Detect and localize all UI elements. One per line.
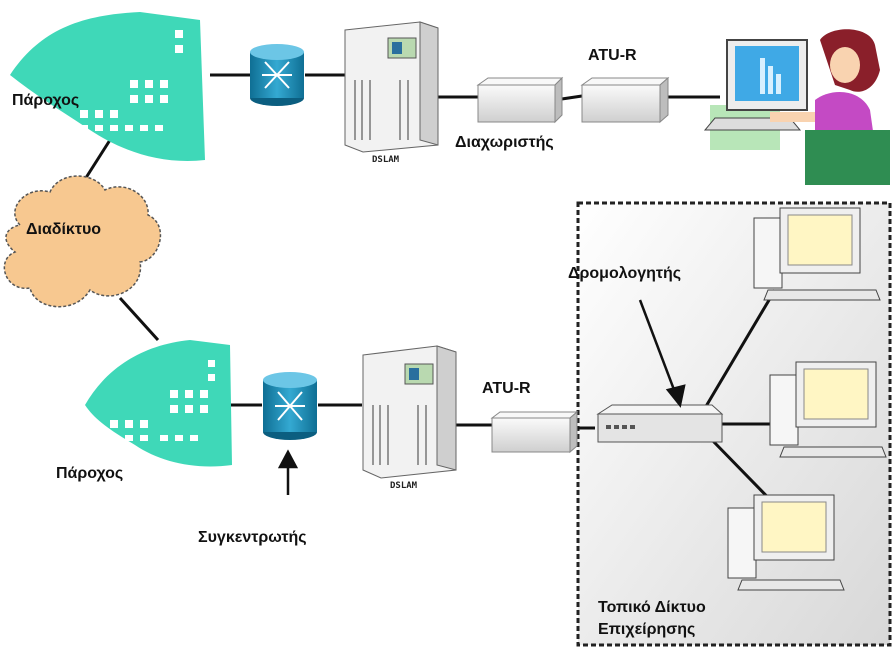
internet-cloud bbox=[3, 175, 162, 308]
concentrator-label: Συγκεντρωτής bbox=[198, 529, 307, 546]
atur-device-top bbox=[580, 76, 670, 124]
provider-building-bottom bbox=[85, 340, 232, 467]
router-device bbox=[596, 404, 724, 443]
provider-label-top: Πάροχος bbox=[12, 92, 79, 109]
concentrator-arrow bbox=[277, 449, 299, 495]
lan-pc-1-icon bbox=[753, 207, 881, 301]
concentrator-switch bbox=[263, 372, 317, 440]
atur-label-bottom: ATU-R bbox=[482, 380, 531, 397]
lan-label-line2: Επιχείρησης bbox=[598, 621, 695, 638]
dslam-label-bottom: DSLAM bbox=[390, 481, 418, 491]
user-workstation-icon bbox=[703, 29, 890, 185]
lan-pc-3-icon bbox=[727, 494, 845, 591]
dslam-label-top: DSLAM bbox=[372, 155, 400, 165]
atur-label-top: ATU-R bbox=[588, 47, 637, 64]
dslam-top bbox=[344, 21, 439, 153]
splitter-device bbox=[476, 76, 564, 124]
dslam-bottom bbox=[362, 345, 457, 479]
atur-device-bottom bbox=[490, 410, 579, 454]
provider-label-bottom: Πάροχος bbox=[56, 465, 123, 482]
router-arrow bbox=[638, 299, 686, 408]
splitter-label: Διαχωριστής bbox=[455, 134, 554, 151]
provider-building-top bbox=[10, 12, 205, 161]
internet-label: Διαδίκτυο bbox=[26, 221, 101, 238]
router-label: Δρομολογητής bbox=[568, 265, 681, 282]
lan-pc-2-icon bbox=[769, 361, 887, 458]
lan-label-line1: Τοπικό Δίκτυο bbox=[598, 599, 706, 616]
switch-top bbox=[250, 44, 304, 106]
